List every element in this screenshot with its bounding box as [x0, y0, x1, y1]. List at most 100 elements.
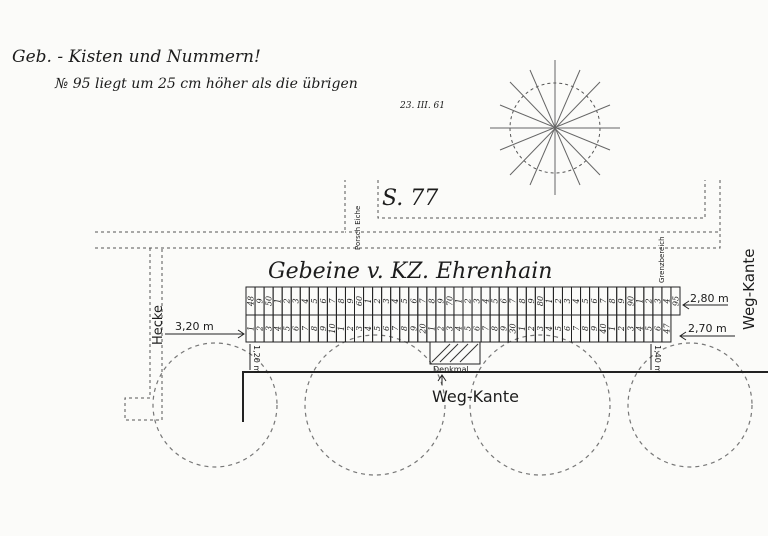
- grave-number: 48: [247, 296, 256, 307]
- grave-number: 20: [418, 323, 427, 334]
- grave-number: 3: [292, 298, 301, 303]
- grave-number: 9: [500, 326, 509, 331]
- grave-number: 90: [626, 296, 635, 306]
- grave-number: 1: [274, 298, 283, 303]
- grave-number: 3: [265, 326, 274, 331]
- grave-number: 2: [554, 298, 563, 304]
- grave-number: 4: [545, 326, 554, 332]
- grave-number: 5: [400, 298, 409, 303]
- grave-cell-back-row: [670, 286, 681, 316]
- grave-number: 3: [536, 326, 545, 331]
- path-edge-bottom-label: Weg-Kante: [432, 387, 519, 406]
- tree-4: [627, 342, 753, 468]
- grave-number: 3: [563, 298, 572, 303]
- tree-3: [469, 334, 611, 476]
- compass-star-icon: [490, 60, 620, 195]
- grave-number: 3: [626, 326, 635, 331]
- grave-number: 1: [635, 298, 644, 303]
- grave-number: 4: [364, 326, 373, 332]
- grave-number: 1: [364, 298, 373, 303]
- grave-number: 3: [355, 326, 364, 331]
- grave-number: 7: [572, 325, 581, 331]
- grave-number: 1: [454, 298, 463, 303]
- grave-number: 3: [473, 298, 482, 303]
- monument-label: Denkmal: [433, 365, 469, 374]
- grave-number: 4: [274, 326, 283, 332]
- grave-number: 5: [581, 298, 590, 303]
- grave-number: 8: [427, 298, 436, 303]
- grave-number: 95: [671, 296, 680, 306]
- grave-number: 40: [599, 323, 608, 334]
- grave-number: 47: [662, 323, 671, 335]
- grave-number: 2: [283, 298, 292, 304]
- grave-number: 6: [292, 326, 301, 331]
- grave-number: 2: [464, 298, 473, 304]
- grave-number: 2: [346, 326, 355, 332]
- grave-number: 9: [319, 326, 328, 331]
- grave-number: 5: [310, 298, 319, 303]
- grave-number: 7: [482, 325, 491, 331]
- grave-number: 8: [608, 298, 617, 303]
- grave-number: 5: [491, 298, 500, 303]
- grave-number: 7: [418, 298, 427, 304]
- right-top-distance-label: 2,80 m: [690, 292, 729, 305]
- right-bottom-distance-label: 2,70 m: [688, 322, 727, 335]
- grave-number: 9: [590, 326, 599, 331]
- grave-number: 3: [445, 326, 454, 331]
- grave-number: 70: [445, 296, 454, 306]
- path-edge-right-label: Weg-Kante: [740, 249, 758, 331]
- grave-number: 10: [328, 323, 337, 333]
- grave-number: 9: [436, 298, 445, 303]
- arrow-icon: [437, 374, 447, 385]
- grave-number: 4: [572, 298, 581, 304]
- grave-number: 8: [518, 298, 527, 303]
- path-edge-line: [242, 371, 768, 422]
- grave-number: 6: [409, 298, 418, 303]
- grave-number: 1: [545, 298, 554, 303]
- grave-number: 7: [391, 325, 400, 331]
- grave-number: 30: [509, 323, 518, 333]
- grave-number: 4: [482, 298, 491, 304]
- grave-number: 6: [653, 326, 662, 331]
- site-label: S. 77: [382, 186, 438, 211]
- grave-number: 6: [563, 326, 572, 331]
- grave-number: 8: [400, 326, 409, 331]
- right-offset-label: 1,40 m: [653, 345, 662, 373]
- boundary-lines: [95, 180, 721, 421]
- grave-number: 9: [617, 298, 626, 303]
- grave-number: 60: [355, 296, 364, 306]
- grave-number: 5: [283, 326, 292, 331]
- grave-number: 5: [464, 326, 473, 331]
- grave-number: 4: [662, 298, 671, 304]
- grave-number: 6: [382, 326, 391, 331]
- grave-number: 4: [391, 298, 400, 304]
- grave-number: 2: [436, 326, 445, 332]
- tree-2: [304, 334, 446, 476]
- diagram-title: Gebeine v. KZ. Ehrenhain: [268, 259, 552, 284]
- grave-number: 6: [319, 298, 328, 303]
- grave-number: 6: [500, 298, 509, 303]
- grave-number: 3: [382, 298, 391, 303]
- tree-label-left: Porsch Eiche: [354, 206, 362, 250]
- grave-number: 4: [454, 326, 463, 332]
- grave-number: 9: [346, 298, 355, 303]
- grave-number: 2: [644, 298, 653, 304]
- grave-number: 1: [608, 326, 617, 331]
- grave-number: 1: [337, 326, 346, 331]
- grave-number: 2: [256, 326, 265, 332]
- grave-number: 5: [373, 326, 382, 331]
- grave-number: 7: [509, 298, 518, 304]
- note-date: 23. III. 61: [399, 101, 445, 111]
- grave-number: 1: [518, 326, 527, 331]
- grave-number: 2: [617, 326, 626, 332]
- hedge-label: Hecke: [151, 305, 166, 345]
- note-line-2: № 95 liegt um 25 cm höher als die übrige…: [54, 76, 358, 92]
- grave-number: 6: [473, 326, 482, 331]
- grave-number: 8: [310, 326, 319, 331]
- grave-number: 8: [581, 326, 590, 331]
- grave-number: 5: [554, 326, 563, 331]
- left-distance-label: 3,20 m: [175, 320, 214, 333]
- grave-number: 9: [527, 298, 536, 303]
- grave-number: 9: [409, 326, 418, 331]
